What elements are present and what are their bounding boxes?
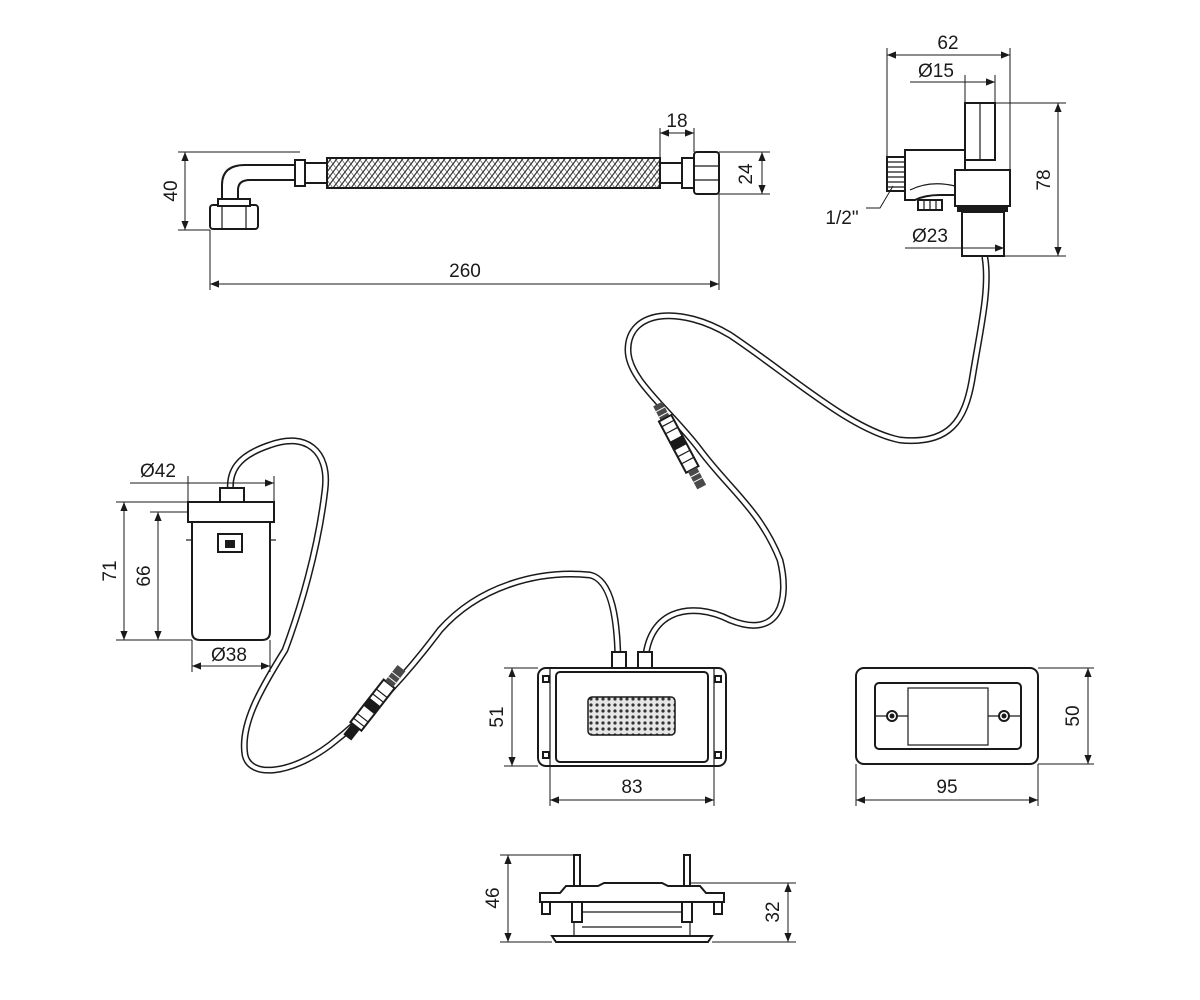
valve-dimensions: 62 Ø15 78 1/2" Ø23	[825, 33, 1066, 257]
battery-top-diameter-label: Ø42	[140, 461, 176, 482]
battery-bottom-diameter-label: Ø38	[211, 645, 247, 666]
side-dimensions: 46 32	[483, 854, 796, 943]
side-total-height-label: 46	[483, 887, 504, 908]
sensor-height-label: 51	[487, 706, 508, 727]
hose-nut-length-label: 18	[666, 111, 687, 132]
valve-width-label: 62	[937, 33, 958, 54]
braided-hose	[209, 151, 720, 230]
valve-body-diameter-label: Ø23	[912, 226, 948, 247]
valve-cable-connector	[653, 401, 707, 490]
sensor-width-label: 83	[621, 777, 642, 798]
plate-height-label: 50	[1063, 705, 1084, 726]
cover-plate	[855, 667, 1039, 765]
battery-box	[186, 487, 276, 641]
sensor-dimensions: 51 83	[487, 667, 715, 806]
battery-body-height-label: 66	[134, 565, 155, 586]
cables	[226, 254, 990, 774]
hose-nut-diameter-label: 24	[736, 163, 757, 185]
hose-height-label: 40	[161, 180, 182, 201]
hose-dimensions: 40 18 24 260	[161, 111, 770, 290]
valve-thread-label: 1/2"	[825, 208, 858, 229]
valve-pin-diameter-label: Ø15	[918, 61, 954, 82]
solenoid-valve	[886, 102, 1011, 257]
plate-dimensions: 50 95	[855, 667, 1094, 806]
side-body-height-label: 32	[763, 901, 784, 922]
sensor-side-view	[539, 854, 725, 943]
battery-cable-connector	[343, 665, 406, 741]
sensor-front-view	[537, 651, 727, 767]
plate-width-label: 95	[936, 777, 957, 798]
hose-length-label: 260	[449, 261, 481, 282]
battery-dimensions: Ø42 71 66 Ø38	[100, 461, 275, 672]
battery-total-height-label: 71	[100, 560, 121, 581]
valve-height-label: 78	[1034, 169, 1055, 190]
